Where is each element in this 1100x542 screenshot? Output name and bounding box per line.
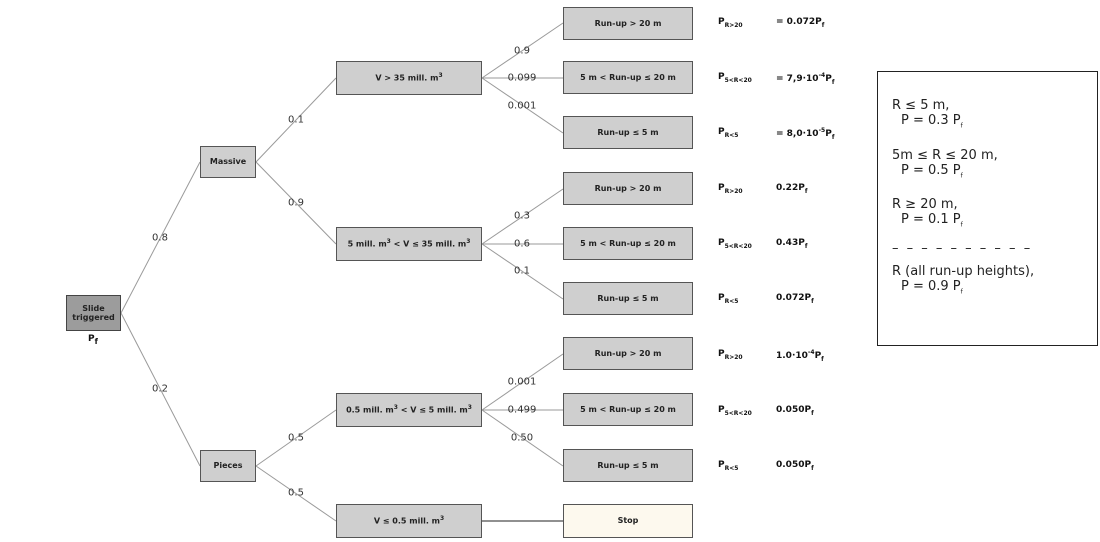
node-c-runup-gt20: Run-up > 20 m xyxy=(563,337,693,370)
node-c-runup-le5: Run-up ≤ 5 m xyxy=(563,449,693,482)
node-v-05-5: 0.5 mill. m3 < V ≤ 5 mill. m3 xyxy=(336,393,482,427)
prob-a-le5: 0.001 xyxy=(507,100,537,112)
node-a-runup-mid: 5 m < Run-up ≤ 20 m xyxy=(563,61,693,94)
summary-box: R ≤ 5 m, P = 0.3 Pf 5m ≤ R ≤ 20 m, P = 0… xyxy=(877,71,1098,346)
summary-r-mid: 5m ≤ R ≤ 20 m, xyxy=(892,147,998,163)
link-c-gt20 xyxy=(481,353,564,411)
result-b2: P5<R<20 0.43Pf xyxy=(718,238,808,250)
node-slide-triggered-label: Slide triggered xyxy=(72,303,115,322)
link-c-le5 xyxy=(481,409,564,467)
prob-m-gt35: 0.1 xyxy=(288,114,304,126)
prob-a-mid: 0.099 xyxy=(507,72,537,84)
summary-r-le5: R ≤ 5 m, xyxy=(892,98,950,113)
prob-pieces: 0.2 xyxy=(152,383,168,395)
node-b-runup-gt20: Run-up > 20 m xyxy=(563,172,693,205)
result-a3: PR<5 = 8,0·10-5Pf xyxy=(718,127,835,141)
link-pieces-le05 xyxy=(255,465,337,522)
summary-r-ge20: R ≥ 20 m, xyxy=(892,197,958,213)
root-probability: Pf xyxy=(88,334,98,346)
node-b-runup-le5: Run-up ≤ 5 m xyxy=(563,282,693,315)
node-a-runup-gt20: Run-up > 20 m xyxy=(563,7,693,40)
summary-p-le5: P = 0.3 Pf xyxy=(901,113,963,130)
link-massive-5-35 xyxy=(255,161,337,245)
prob-a-gt20: 0.9 xyxy=(514,45,530,57)
link-b-le5 xyxy=(481,243,564,300)
result-c3: PR<5 0.050Pf xyxy=(718,460,814,472)
prob-m-5-35: 0.9 xyxy=(288,197,304,209)
node-v-gt35: V > 35 mill. m3 xyxy=(336,61,482,95)
result-b1: PR>20 0.22Pf xyxy=(718,183,808,195)
summary-r-all: R (all run-up heights), xyxy=(892,263,1035,279)
prob-p-05-5: 0.5 xyxy=(288,432,304,444)
summary-p-ge20: P = 0.1 Pf xyxy=(901,212,963,229)
prob-b-le5: 0.1 xyxy=(514,265,530,277)
summary-p-mid: P = 0.5 Pf xyxy=(901,162,963,180)
node-v-5-35: 5 mill. m3 < V ≤ 35 mill. m3 xyxy=(336,227,482,261)
link-pieces-05-5 xyxy=(255,409,337,467)
prob-c-mid: 0.499 xyxy=(507,404,537,416)
node-massive: Massive xyxy=(200,146,256,178)
prob-massive: 0.8 xyxy=(152,232,168,244)
result-c1: PR>20 1.0·10-4Pf xyxy=(718,349,824,363)
link-b-gt20 xyxy=(481,188,564,245)
prob-c-gt20: 0.001 xyxy=(507,376,537,388)
link-root-massive xyxy=(120,161,201,314)
node-stop: Stop xyxy=(563,504,693,538)
node-c-runup-mid: 5 m < Run-up ≤ 20 m xyxy=(563,393,693,426)
link-a-le5 xyxy=(481,77,564,134)
node-pieces: Pieces xyxy=(200,450,256,482)
result-a2: P5<R<20 = 7,9·10-4Pf xyxy=(718,72,835,86)
node-b-runup-mid: 5 m < Run-up ≤ 20 m xyxy=(563,227,693,260)
node-a-runup-le5: Run-up ≤ 5 m xyxy=(563,116,693,149)
prob-c-le5: 0.50 xyxy=(510,432,534,444)
result-a1: PR>20 = 0.072Pf xyxy=(718,17,825,29)
prob-b-mid: 0.6 xyxy=(514,238,530,250)
node-slide-triggered: Slide triggered xyxy=(66,295,121,331)
node-v-le05: V ≤ 0.5 mill. m3 xyxy=(336,504,482,538)
link-massive-gt35 xyxy=(255,77,337,163)
link-a-gt20 xyxy=(481,22,564,79)
prob-b-gt20: 0.3 xyxy=(514,210,530,222)
result-b3: PR<5 0.072Pf xyxy=(718,293,814,305)
summary-divider: – – – – – – – – – – xyxy=(892,240,1033,256)
summary-p-all: P = 0.9 Pf xyxy=(901,278,963,296)
link-root-pieces xyxy=(120,312,201,467)
prob-p-le05: 0.5 xyxy=(288,487,304,499)
result-c2: P5<R<20 0.050Pf xyxy=(718,405,814,417)
